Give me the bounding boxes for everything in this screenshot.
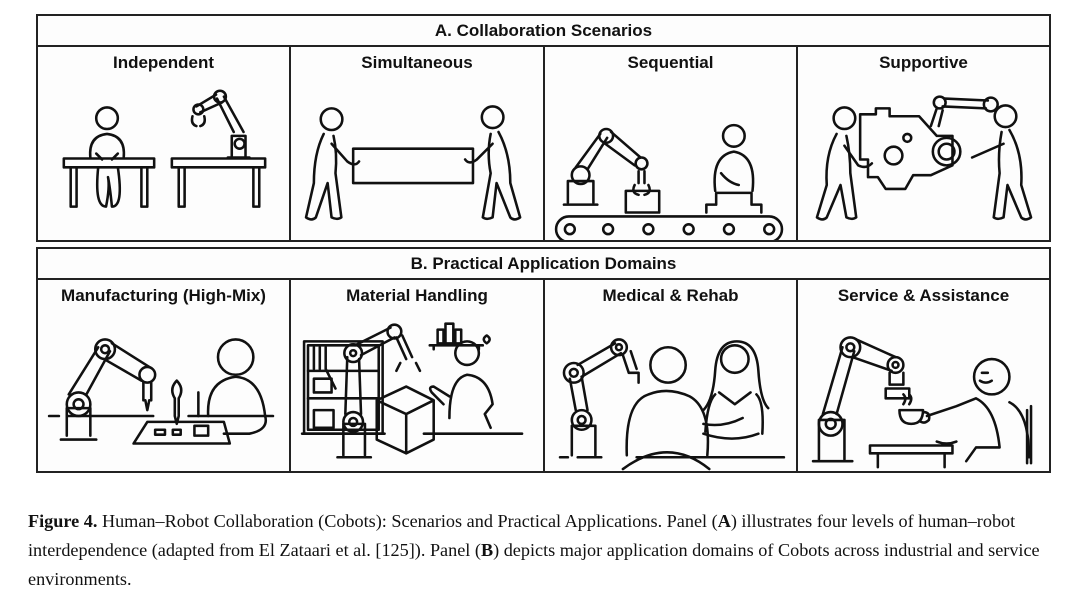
cell-title: Manufacturing (High-Mix) (61, 286, 266, 305)
cell-simultaneous: Simultaneous (291, 47, 545, 240)
cell-title: Independent (112, 53, 215, 72)
cell-sequential: Sequential (545, 47, 798, 244)
cell-title: Sequential (627, 53, 714, 72)
two-humans-carrying-board-icon (291, 75, 543, 240)
cell-title: Supportive (879, 53, 968, 72)
cell-material-handling: Material Handling (291, 280, 545, 471)
cell-independent: Independent (38, 47, 291, 240)
robot-and-human-on-conveyor-icon (545, 75, 796, 244)
cell-manufacturing: Manufacturing (High-Mix) (38, 280, 291, 471)
panel-b-header: B. Practical Application Domains (38, 249, 1049, 280)
panel-a-collaboration-scenarios: A. Collaboration Scenarios Independent (36, 14, 1051, 244)
figure-caption: Figure 4. Human–Robot Collaboration (Cob… (28, 507, 1062, 594)
panel-a-header: A. Collaboration Scenarios (38, 16, 1049, 47)
robot-patient-nurse-icon (545, 308, 796, 471)
caption-text-1: Human–Robot Collaboration (Cobots): Scen… (97, 511, 718, 531)
human-at-desk-and-robot-at-separate-desk-icon (38, 75, 289, 240)
panel-b-ref: B (480, 540, 494, 560)
panel-a-ref: A (717, 511, 731, 531)
cell-supportive: Supportive (798, 47, 1049, 240)
cell-medical-rehab: Medical & Rehab (545, 280, 798, 471)
cell-title: Service & Assistance (837, 286, 1010, 305)
cell-service-assistance: Service & Assistance (798, 280, 1049, 471)
robot-serving-cup-to-elder-icon (798, 308, 1049, 471)
caption-text-2: ) illustrates four levels of human–robot… (28, 511, 1016, 560)
caption-text-3: ) depicts major application domains of C… (28, 540, 1040, 589)
panel-b-application-domains: B. Practical Application Domains Manufac… (36, 247, 1051, 473)
cell-title: Simultaneous (361, 53, 473, 72)
human-and-robot-holding-part-icon (798, 75, 1049, 240)
robot-assembling-circuit-board-icon (38, 308, 289, 471)
cell-title: Medical & Rehab (602, 286, 739, 305)
cell-title: Material Handling (346, 286, 488, 305)
robot-lifting-box-warehouse-icon (291, 308, 543, 471)
figure-label: Figure 4. (28, 511, 98, 531)
